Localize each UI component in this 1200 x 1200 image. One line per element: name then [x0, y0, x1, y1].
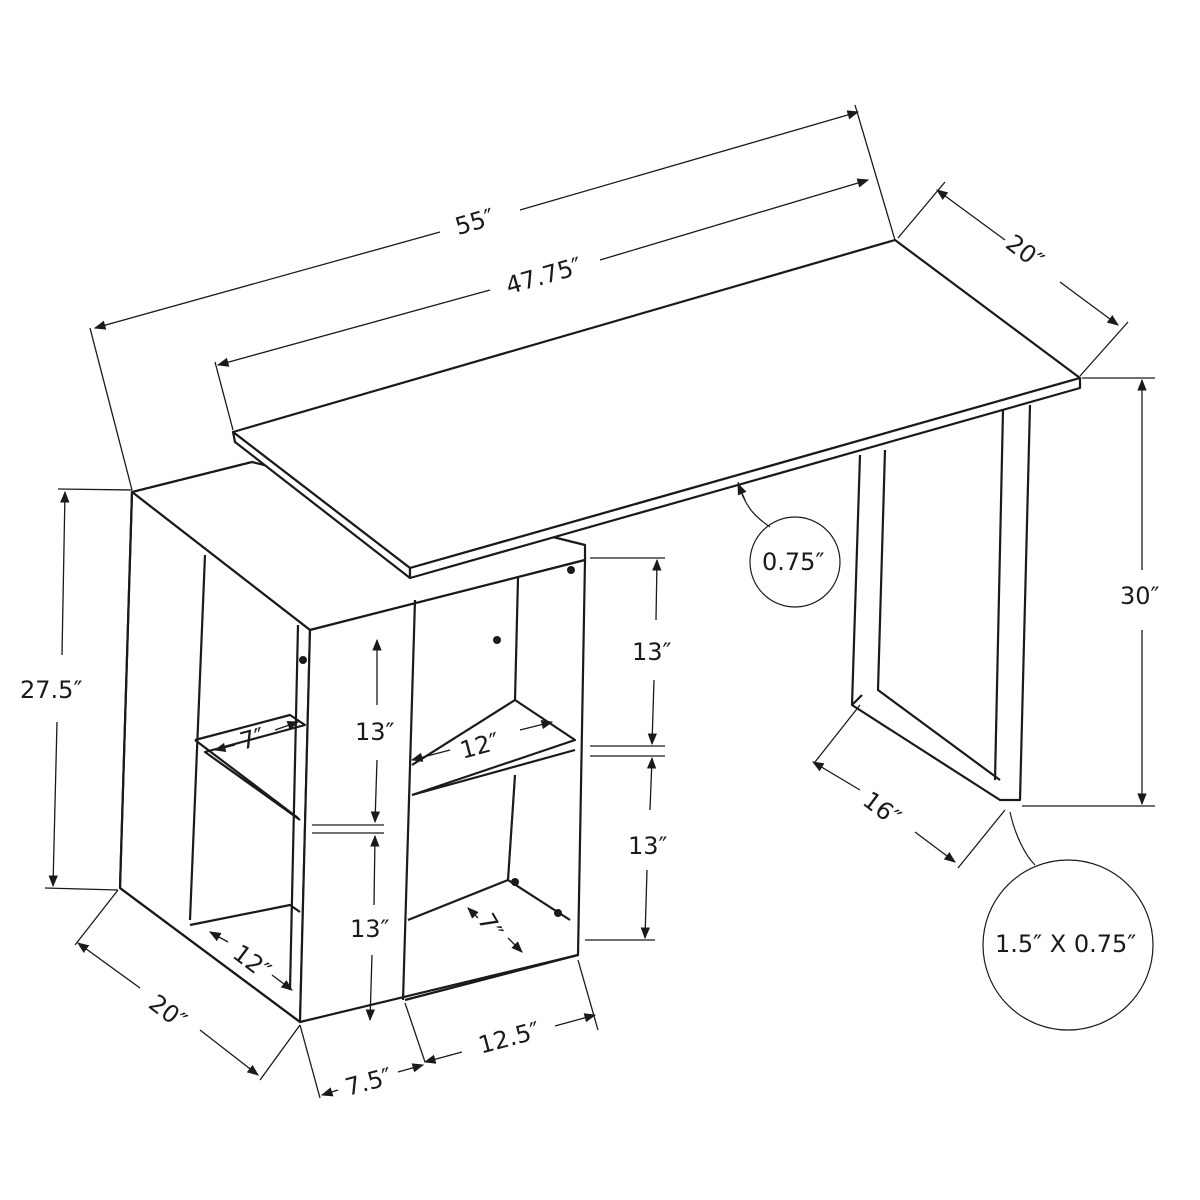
dim-shelf-unit-height: 27.5″ [20, 676, 83, 704]
shelf-unit [118, 460, 587, 1024]
dim-right-lower-height: 13″ [628, 832, 668, 860]
dim-leg-profile: 1.5″ X 0.75″ [995, 930, 1137, 958]
dim-left-lower-height: 13″ [350, 915, 390, 943]
dim-right-upper-height: 13″ [632, 638, 672, 666]
dimension-lines [44, 104, 1155, 1099]
dim-desk-height: 30″ [1120, 582, 1160, 610]
dim-top-thickness: 0.75″ [762, 548, 825, 576]
dim-left-upper-height: 13″ [355, 718, 395, 746]
desk-top [231, 238, 1082, 580]
metal-leg [850, 404, 1032, 802]
